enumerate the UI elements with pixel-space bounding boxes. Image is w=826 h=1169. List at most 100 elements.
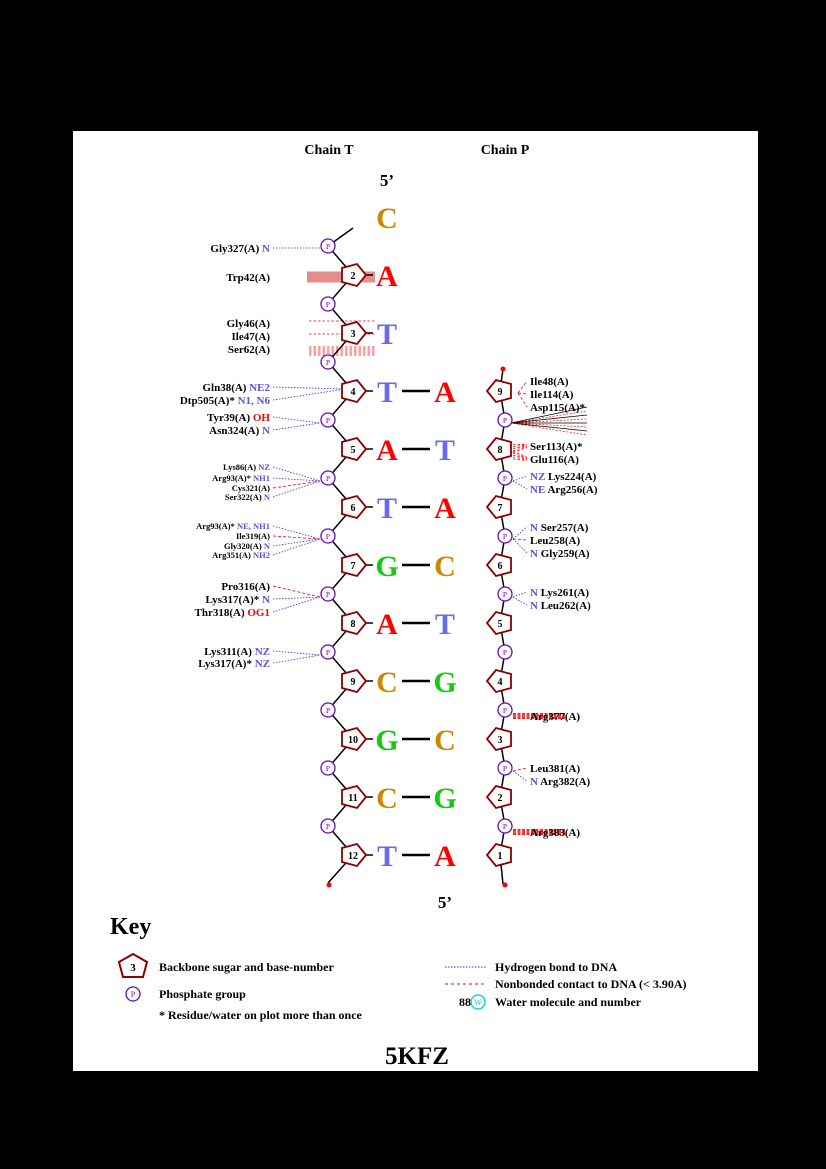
left-residue-label: Gly46(A) xyxy=(227,318,271,330)
left-residue-label: Gly327(A) N xyxy=(210,243,270,255)
phosphate-circle xyxy=(497,702,513,718)
hydrogen-bond-line xyxy=(512,475,528,482)
sugar-number: 11 xyxy=(348,793,357,804)
sugar-number: 7 xyxy=(351,561,356,572)
nonbonded-line xyxy=(512,452,528,459)
base-letter-left: T xyxy=(377,376,397,409)
phosphate-circle xyxy=(320,586,336,602)
key-nonbonded-text: Nonbonded contact to DNA (< 3.90A) xyxy=(495,977,687,991)
left-residue-label: Ile47(A) xyxy=(232,331,271,343)
hydrogen-bond-line xyxy=(272,480,321,498)
base-letter-right: T xyxy=(435,608,455,641)
phosphate-label: P xyxy=(326,822,330,831)
contact-fan-line xyxy=(510,418,588,424)
phosphate-label: P xyxy=(326,416,330,425)
sugar-number: 3 xyxy=(498,735,503,746)
right-residue-label: Arg377(A) xyxy=(530,711,580,723)
base-letter-left: T xyxy=(377,492,397,525)
phosphate-circle xyxy=(320,296,336,312)
phosphate-circle xyxy=(497,470,513,486)
right-residue-label: N Arg382(A) xyxy=(530,776,591,788)
strand-end-dot xyxy=(326,882,332,888)
phosphate-circle xyxy=(320,354,336,370)
nonbonded-line xyxy=(512,456,528,461)
phosphate-label: P xyxy=(326,764,330,773)
phosphate-circle xyxy=(497,586,513,602)
hydrogen-bond-line xyxy=(272,466,321,482)
hydrogen-bond-line xyxy=(272,477,321,482)
right-residue-label: N Gly259(A) xyxy=(530,548,590,560)
phosphate-label: P xyxy=(503,822,507,831)
nonbonded-line xyxy=(512,458,528,461)
phosphate-label: P xyxy=(503,474,507,483)
phosphate-label: P xyxy=(326,242,330,251)
key-sugar-text: Backbone sugar and base-number xyxy=(159,960,334,974)
phosphate-circle xyxy=(320,238,336,254)
sugar-pentagon xyxy=(341,494,368,520)
nonbonded-line xyxy=(512,454,528,460)
phosphate-label: P xyxy=(326,590,330,599)
nonbonded-line xyxy=(512,444,528,447)
sugar-pentagon xyxy=(485,610,512,636)
contact-fan-line xyxy=(510,410,588,424)
base-letter-left: A xyxy=(376,260,398,293)
key-water-text: Water molecule and number xyxy=(495,995,642,1009)
phosphate-circle xyxy=(320,644,336,660)
base-letter-left: A xyxy=(376,608,398,641)
sugar-pentagon xyxy=(341,378,368,404)
sugar-number: 6 xyxy=(498,561,503,572)
base-letter-right: A xyxy=(434,376,456,409)
key-water-symbol: W xyxy=(474,998,482,1007)
sugar-number: 12 xyxy=(348,851,358,862)
key-water-icon xyxy=(470,994,486,1010)
left-residue-label: Asn324(A) N xyxy=(209,425,270,437)
base-letter-right: G xyxy=(433,782,456,815)
left-residue-label: Ser62(A) xyxy=(228,344,270,356)
hydrogen-bond-line xyxy=(512,480,528,490)
right-residue-label: N Ser257(A) xyxy=(530,522,589,534)
chain-t-heading: Chain T xyxy=(304,143,354,158)
left-residue-label: Ile319(A) xyxy=(236,531,270,541)
base-letter-left: C xyxy=(376,666,398,699)
contact-fan-line xyxy=(510,406,588,424)
sugar-pentagon xyxy=(341,668,368,694)
phosphate-circle xyxy=(497,528,513,544)
hydrogen-bond-line xyxy=(272,538,321,556)
sugar-number: 10 xyxy=(348,735,358,746)
right-residue-label: Asp115(A)* xyxy=(530,402,586,414)
right-residue-label: N Leu262(A) xyxy=(530,600,591,612)
hydrogen-bond-line xyxy=(272,596,321,613)
base-letter-right: A xyxy=(434,492,456,525)
contact-fan-line xyxy=(510,422,588,436)
sugar-number: 2 xyxy=(498,793,503,804)
sugar-number: 5 xyxy=(351,445,356,456)
right-residue-label: Leu258(A) xyxy=(530,535,580,547)
base-letter-right: A xyxy=(434,840,456,873)
hydrogen-bond-line xyxy=(512,538,528,554)
phosphate-label: P xyxy=(503,706,507,715)
sugar-pentagon xyxy=(485,436,512,462)
hydrogen-bond-line xyxy=(512,770,528,782)
hydrogen-bond-line xyxy=(272,596,321,600)
sugar-number: 9 xyxy=(498,387,503,398)
sugar-pentagon xyxy=(485,378,512,404)
hydrogen-bond-line xyxy=(512,526,528,540)
left-residue-label: Ser322(A) N xyxy=(225,492,271,502)
right-residue-label: Ile48(A) xyxy=(530,376,569,388)
phosphate-circle xyxy=(320,702,336,718)
chain-p-heading: Chain P xyxy=(481,143,530,158)
key-phosphate-symbol: P xyxy=(131,990,136,999)
hydrogen-bond-line xyxy=(272,525,321,540)
sugar-pentagon xyxy=(341,842,368,868)
key-legend: Key 3 Backbone sugar and base-number P P… xyxy=(110,914,687,1022)
phosphate-label: P xyxy=(326,648,330,657)
sugar-pentagon xyxy=(341,552,368,578)
hydrogen-bond-line xyxy=(272,386,346,390)
phosphate-label: P xyxy=(326,300,330,309)
phosphate-label: P xyxy=(326,532,330,541)
right-residue-label: Glu116(A) xyxy=(530,454,579,466)
base-letter-left: A xyxy=(376,434,398,467)
base-letter-left: C xyxy=(376,202,398,235)
pdb-id: 5KFZ xyxy=(385,1043,449,1070)
sugar-pentagon xyxy=(341,320,368,346)
